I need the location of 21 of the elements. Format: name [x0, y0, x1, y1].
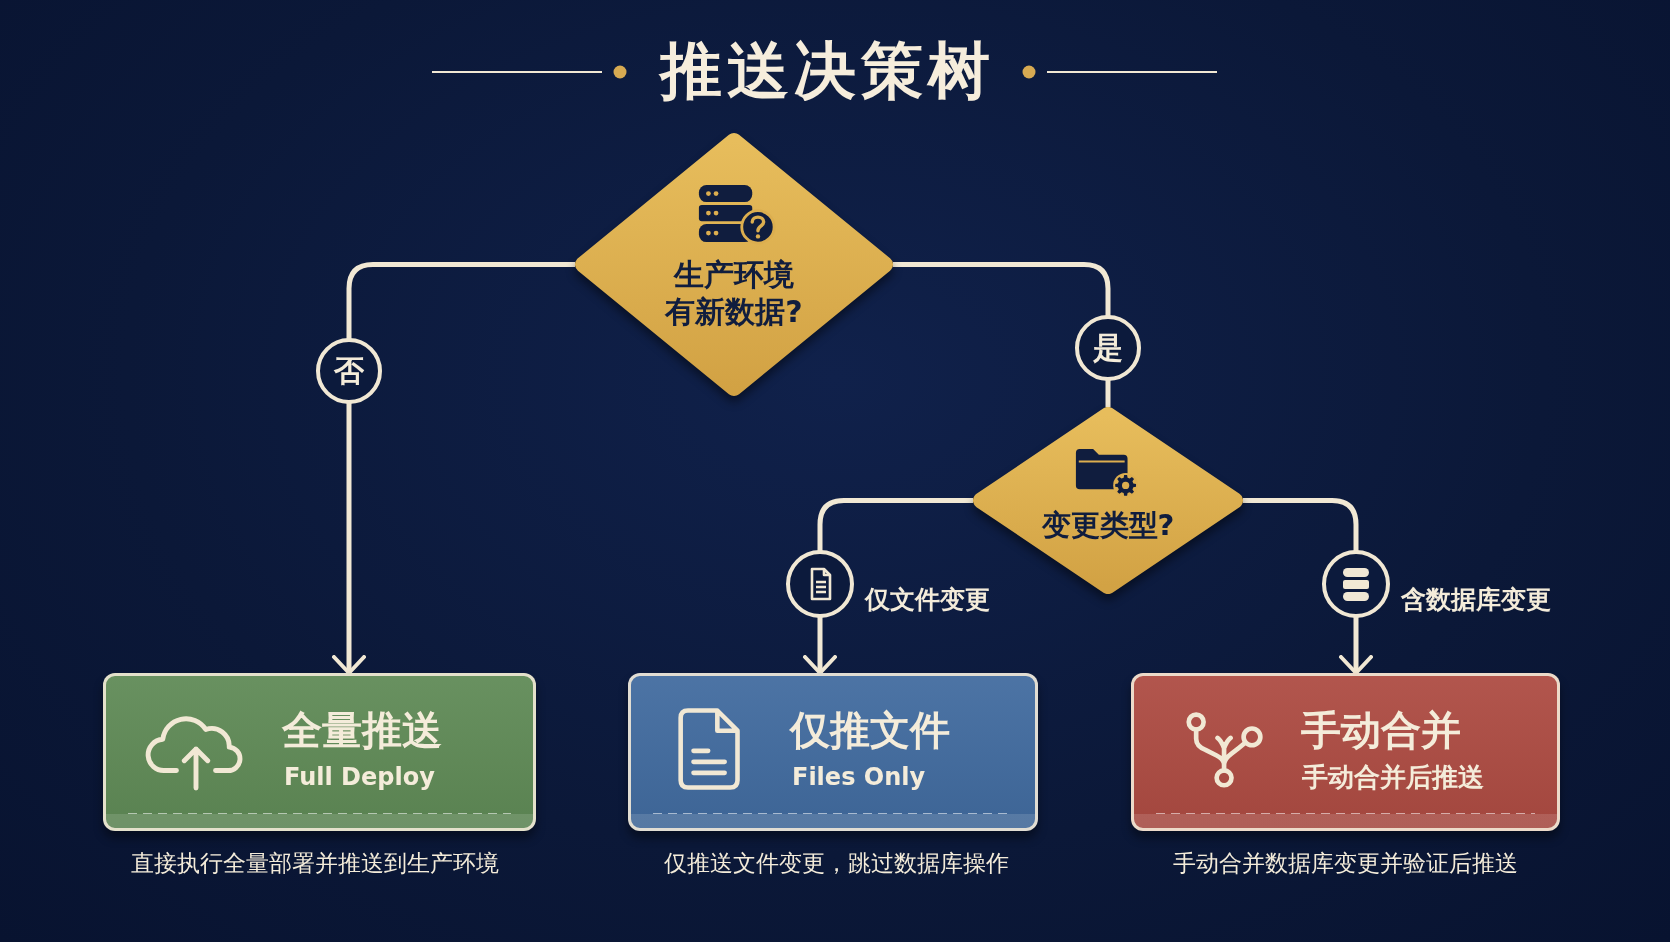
option-title: 手动合并 — [1301, 706, 1461, 754]
question-text: 生产环境有新数据? — [663, 256, 804, 330]
option-description: 手动合并数据库变更并验证后推送 — [1173, 849, 1518, 878]
diagram-title: 推送决策树 — [659, 36, 995, 106]
edge-label: 否 — [316, 338, 382, 404]
option-subtitle: Files Only — [792, 762, 926, 792]
option-subtitle: 手动合并后推送 — [1302, 762, 1484, 792]
result-card — [628, 673, 1038, 831]
result-card — [103, 673, 536, 831]
option-title: 全量推送 — [282, 706, 442, 754]
edge-label: 是 — [1075, 315, 1141, 381]
option-description: 直接执行全量部署并推送到生产环境 — [130, 849, 499, 878]
arrow — [803, 498, 973, 675]
edge-label: 仅文件变更 — [865, 584, 990, 616]
arrow — [332, 262, 575, 675]
edge-label: 含数据库变更 — [1401, 584, 1551, 616]
question-text: 变更类型? — [1041, 507, 1175, 543]
option-description: 仅推送文件变更，跳过数据库操作 — [663, 849, 1009, 878]
option-title: 仅推文件 — [790, 706, 950, 754]
option-subtitle: Full Deploy — [284, 762, 435, 792]
result-card — [1131, 673, 1560, 831]
